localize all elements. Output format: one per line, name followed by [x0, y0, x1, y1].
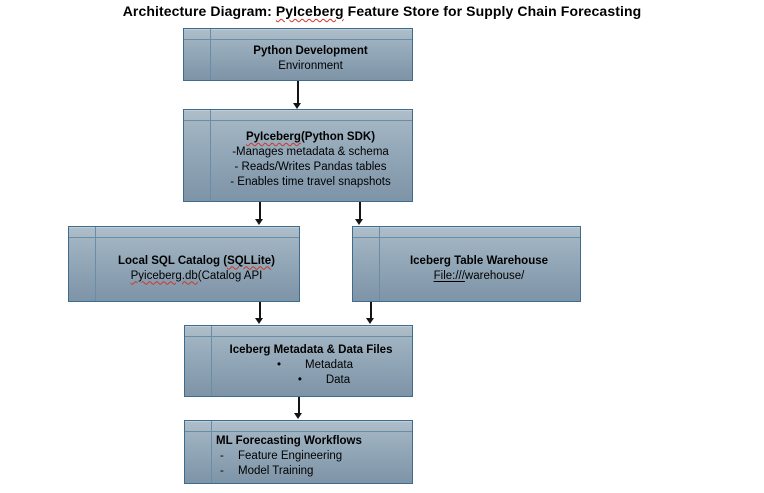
- connector-arrow-sdk-to-catalog: [255, 202, 264, 225]
- box-top-band: [353, 227, 580, 238]
- dash-icon: -: [220, 465, 224, 477]
- box-local-sql-catalog: Local SQL Catalog (SQLLite) Pyiceberg.db…: [68, 226, 300, 302]
- dash-item-label: Model Training: [238, 465, 314, 477]
- sdk-feature-line: - Enables time travel snapshots: [230, 176, 391, 188]
- box-left-column: [184, 29, 211, 80]
- box-top-band: [69, 227, 299, 238]
- box-top-band: [185, 421, 412, 432]
- connector-arrow-warehouse-to-files: [366, 302, 375, 324]
- box-python-dev-environment: Python Development Environment: [183, 28, 413, 81]
- box-top-band: [184, 110, 412, 121]
- box-left-column: [184, 110, 211, 201]
- connector-arrow-catalog-to-files: [255, 302, 264, 324]
- pyiceberg-sdk-title: PyIceberg(Python SDK): [211, 130, 410, 145]
- dash-item-label: Feature Engineering: [238, 450, 343, 462]
- arrow-shaft: [296, 81, 299, 104]
- connector-arrow-dev-to-sdk: [293, 81, 302, 109]
- warehouse-path-rest: warehouse/: [464, 269, 525, 282]
- dash-item-feature-engineering: - Feature Engineering: [216, 449, 410, 464]
- bullet-item-metadata: • Metadata: [220, 358, 410, 373]
- dash-icon: -: [220, 450, 224, 462]
- catalog-api-rest: (Catalog API: [197, 269, 263, 282]
- python-dev-subtitle: Environment: [278, 60, 343, 72]
- sdk-feature-line: - Reads/Writes Pandas tables: [234, 161, 387, 173]
- box-pyiceberg-sdk: PyIceberg(Python SDK) -Manages metadata …: [183, 109, 413, 202]
- box-top-band: [185, 326, 412, 337]
- arrow-head-icon: [294, 413, 302, 419]
- warehouse-title: Iceberg Table Warehouse: [409, 254, 549, 267]
- box-top-band: [184, 29, 412, 40]
- connector-arrow-files-to-ml: [294, 397, 303, 419]
- arrow-head-icon: [255, 219, 263, 225]
- title-suffix: Feature Store for Supply Chain Forecasti…: [343, 3, 642, 19]
- catalog-title-suffix: ): [271, 254, 275, 267]
- sql-catalog-subtitle: Pyiceberg.db(Catalog API: [96, 269, 297, 284]
- box-iceberg-warehouse: Iceberg Table Warehouse File:///warehous…: [352, 226, 581, 302]
- diagram-title: Architecture Diagram: PyIceberg Feature …: [0, 3, 764, 19]
- box-left-column: [69, 227, 96, 301]
- arrow-shaft: [258, 202, 261, 220]
- box-metadata-data-files: Iceberg Metadata & Data Files •Metadata …: [184, 325, 413, 397]
- dash-item-model-training: - Model Training: [216, 464, 410, 479]
- warehouse-path: File:///warehouse/: [380, 269, 578, 284]
- arrow-head-icon: [293, 103, 301, 109]
- box-ml-forecasting-workflows: ML Forecasting Workflows - Feature Engine…: [184, 420, 413, 484]
- title-flagged-word: PyIceberg: [275, 3, 344, 19]
- warehouse-path-underlined: File:///: [433, 269, 465, 282]
- bullet-icon: •: [277, 359, 282, 371]
- arrow-shaft: [369, 302, 372, 319]
- arrow-head-icon: [355, 219, 363, 225]
- arrow-head-icon: [366, 318, 374, 324]
- ml-workflows-title: ML Forecasting Workflows: [216, 435, 362, 447]
- box-left-column: [185, 326, 212, 396]
- title-prefix: Architecture Diagram:: [122, 3, 276, 19]
- sdk-title-rest: (Python SDK): [300, 131, 376, 143]
- arrow-shaft: [258, 302, 261, 319]
- connector-arrow-sdk-to-warehouse: [355, 202, 364, 225]
- box-left-column: [185, 421, 212, 483]
- catalog-title-flagged: SQLLite: [227, 254, 272, 267]
- sql-catalog-title: Local SQL Catalog (SQLLite): [96, 254, 297, 269]
- python-dev-title: Python Development: [253, 45, 368, 57]
- arrow-shaft: [297, 397, 300, 414]
- sdk-feature-line: -Manages metadata & schema: [232, 146, 389, 158]
- catalog-db-flagged: Pyiceberg.db: [130, 269, 198, 282]
- metadata-files-title: Iceberg Metadata & Data Files: [229, 344, 393, 356]
- box-left-column: [353, 227, 380, 301]
- arrow-shaft: [358, 202, 361, 220]
- catalog-title-prefix: Local SQL Catalog (: [118, 254, 228, 267]
- arrow-head-icon: [255, 318, 263, 324]
- bullet-item-label: Data: [325, 374, 351, 386]
- bullet-item-label: Metadata: [305, 359, 353, 371]
- bullet-icon: •: [297, 374, 302, 386]
- sdk-title-flagged: PyIceberg: [245, 131, 301, 143]
- bullet-item-data: • Data: [238, 373, 410, 388]
